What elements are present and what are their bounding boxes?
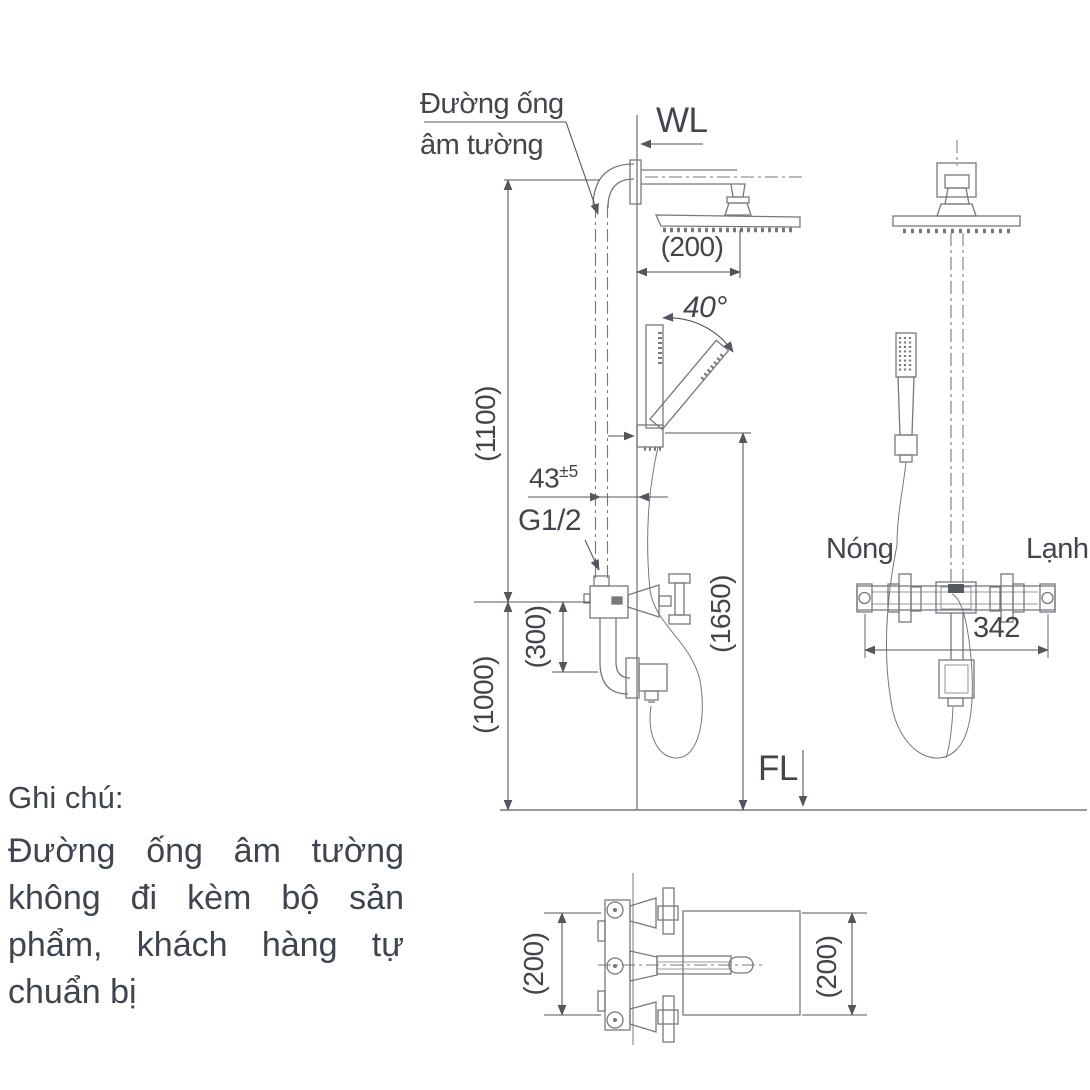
- dim-valve-to-spout-label: (300): [520, 605, 551, 669]
- hose-upper: [896, 461, 907, 546]
- thread-label: G1/2: [518, 504, 582, 537]
- dim-wall-offset-tolerance: ±5: [559, 461, 579, 481]
- dim-plan-left-label: (200): [518, 932, 549, 996]
- spout-plan: [598, 950, 762, 982]
- hidden-pipe-leader: [424, 121, 599, 215]
- angle-label: 40°: [683, 291, 727, 324]
- dim-valve-width-label: 342: [973, 612, 1020, 644]
- dim-plan-right-label: (200): [811, 935, 842, 999]
- hand-shower-front: [894, 332, 918, 463]
- hose-side: [647, 446, 703, 759]
- hidden-pipe: [594, 205, 609, 578]
- hidden-pipe-label: Đường ống âm tường: [420, 84, 564, 166]
- hand-shower-vertical: [645, 324, 664, 429]
- side-view: [583, 115, 803, 810]
- ceiling-bracket: [936, 162, 977, 217]
- hidden-pipe-label-line2: âm tường: [420, 129, 544, 161]
- dim-valve-height-label: (1000): [468, 656, 499, 734]
- dim-riser-height-label: (1100): [470, 386, 501, 462]
- handle-plan-bottom: [629, 995, 679, 1043]
- dim-head-offset-label: (200): [660, 231, 724, 262]
- ball-joint: [724, 183, 752, 216]
- hidden-pipe-label-line1: Đường ống: [420, 88, 564, 120]
- note-line: chuẩn bị: [8, 973, 137, 1011]
- hand-shower-holder: [636, 424, 664, 451]
- wall-plate-plan: [682, 910, 801, 1016]
- handle-plan-top: [629, 887, 679, 935]
- note-line: Đường ống âm tường: [8, 832, 404, 870]
- rain-shower-head-side: [654, 214, 801, 233]
- hose-to-outlet: [945, 706, 954, 759]
- note-title: Ghi chú:: [8, 780, 124, 815]
- front-view: [856, 140, 1056, 759]
- floor-line-label: FL: [758, 749, 798, 788]
- dim-wall-offset-value: 43: [529, 462, 560, 494]
- shower-arm: [641, 169, 803, 185]
- note-line: không đi kèm bộ sản: [8, 879, 404, 917]
- note-block: Ghi chú: Đường ống âm tường không đi kèm…: [8, 780, 404, 1016]
- top-elbow: [592, 159, 642, 209]
- dim-40-arc: [662, 312, 734, 353]
- water-line-label: WL: [656, 101, 708, 140]
- dimension-lines: [424, 121, 1087, 1016]
- dim-holder-height-label: (1650): [705, 575, 736, 653]
- valve-front: [856, 573, 1056, 623]
- cold-label: Lạnh: [1026, 533, 1089, 565]
- plan-view: [597, 873, 801, 1045]
- hot-label: Nóng: [826, 533, 894, 565]
- rain-shower-head-front: [892, 215, 1021, 234]
- riser-pipe: [950, 233, 964, 583]
- note-line: phẩm, khách hàng tự: [8, 926, 404, 964]
- valve-side: [583, 573, 691, 625]
- dim-wall-offset-label: 43±5: [529, 461, 578, 494]
- spout-outlet-side: [599, 618, 668, 703]
- spout-outlet-front: [938, 613, 975, 707]
- g12-leader: [584, 539, 600, 571]
